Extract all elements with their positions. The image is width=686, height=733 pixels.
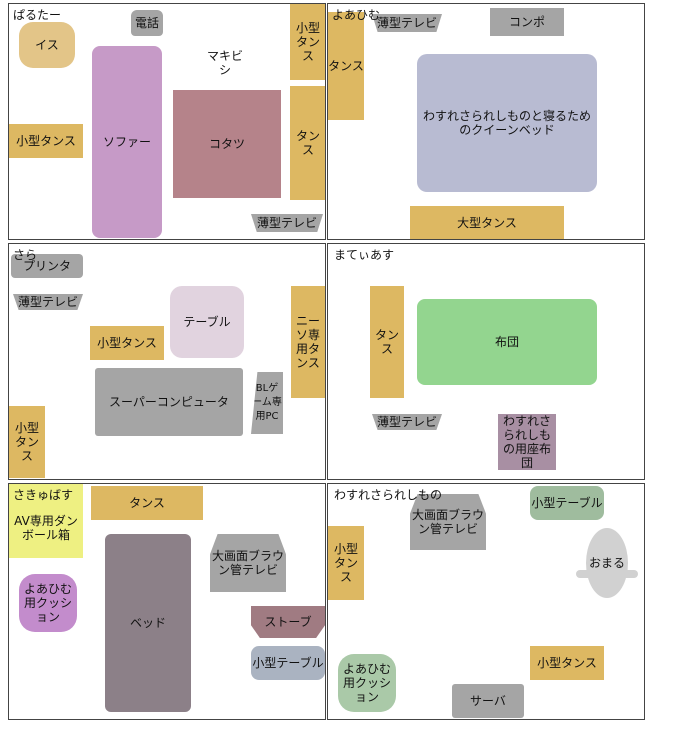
stove: ストーブ — [251, 606, 325, 638]
chest-right-label: タンス — [295, 129, 320, 157]
crt-tv-label: 大画面ブラウン管テレビ — [411, 508, 484, 536]
chair: イス — [19, 22, 75, 68]
small-table: 小型テーブル — [251, 646, 325, 680]
chest: タンス — [91, 486, 203, 520]
bl-game-pc: BLゲーム専用PC — [251, 372, 283, 434]
small-table-label: 小型テーブル — [252, 656, 324, 670]
small-chest-right-label: 小型タンス — [537, 656, 597, 670]
chest-label: タンス — [328, 59, 364, 73]
kotatsu: コタツ — [173, 90, 281, 198]
supercomputer: スーパーコンピュータ — [95, 368, 243, 436]
nyson-chest-label: ニーソ専用タンス — [295, 314, 320, 370]
crt-tv-label: 大画面ブラウン管テレビ — [211, 549, 284, 577]
stereo-label: コンポ — [508, 15, 545, 29]
potty: おまる — [586, 528, 628, 598]
thin-tv-label: 薄型テレビ — [376, 16, 437, 30]
queen-bed-label: わすれさられしものと寝るためのクイーンベッド — [422, 109, 591, 137]
thin-tv: 薄型テレビ — [13, 294, 83, 310]
printer-label: プリンタ — [22, 259, 71, 273]
small-chest-left: 小型タンス — [9, 124, 83, 158]
supercomputer-label: スーパーコンピュータ — [109, 395, 229, 409]
table: テーブル — [170, 286, 244, 358]
table-label: テーブル — [183, 315, 231, 329]
room-partar: ぱるたー イス 電話 小型タンス マキビシ ソファー 小型タンス コタツ タンス… — [8, 3, 326, 240]
chest-label: タンス — [374, 328, 399, 356]
small-chest-right: 小型タンス — [530, 646, 604, 680]
room-sara: プリンタ さら 薄型テレビ テーブル ニーソ専用タンス 小型タンス スーパーコン… — [8, 243, 326, 480]
small-chest-left-label: 小型タンス — [16, 134, 76, 148]
room-label: さら — [13, 248, 38, 262]
cushion: よあひむ用クッション — [338, 654, 396, 712]
small-chest-mid: 小型タンス — [90, 326, 164, 360]
small-table: 小型テーブル — [530, 486, 604, 520]
chest-label: タンス — [129, 496, 165, 510]
cushion-label: よあひむ用クッション — [23, 582, 72, 624]
server: サーバ — [452, 684, 524, 718]
thin-tv-label: 薄型テレビ — [256, 216, 317, 230]
small-chest-left-label: 小型タンス — [14, 421, 39, 463]
cushion: よあひむ用クッション — [19, 574, 77, 632]
printer: プリンタ — [11, 254, 83, 278]
room-label: さきゅばす — [13, 488, 74, 502]
chest: タンス — [370, 286, 404, 398]
room-label: よあひむ — [332, 8, 381, 22]
chest-right: タンス — [290, 86, 325, 200]
room-wasuresarareshimono: わすれさられしもの 大画面ブラウン管テレビ 小型テーブル 小型タンス おまる 小… — [327, 483, 645, 720]
thin-tv: 薄型テレビ — [372, 14, 442, 32]
room-succubus: AV専用ダンボール箱 さきゅばす タンス ベッド 大画面ブラウン管テレビ よあひ… — [8, 483, 326, 720]
thin-tv: 薄型テレビ — [372, 414, 442, 430]
large-chest-label: 大型タンス — [457, 216, 517, 230]
small-chest-top-label: 小型タンス — [295, 21, 320, 63]
sofa-label: ソファー — [102, 135, 151, 149]
potty-label: おまる — [588, 556, 625, 570]
room-label: ぱるたー — [13, 8, 62, 22]
small-chest-left: 小型タンス — [328, 526, 364, 600]
chair-label: イス — [35, 38, 59, 52]
large-chest: 大型タンス — [410, 206, 564, 239]
sewing-machine: マキビシ — [205, 46, 245, 80]
chest: タンス — [328, 12, 364, 120]
bl-game-pc-label: BLゲーム専用PC — [252, 383, 282, 422]
av-box-label: AV専用ダンボール箱 — [14, 514, 78, 542]
queen-bed: わすれさられしものと寝るためのクイーンベッド — [417, 54, 597, 192]
stove-label: ストーブ — [264, 615, 312, 629]
bed: ベッド — [105, 534, 191, 712]
phone-label: 電話 — [134, 16, 159, 30]
zabuton: わすれさられしもの用座布団 — [498, 414, 556, 470]
server-label: サーバ — [470, 694, 506, 708]
thin-tv-label: 薄型テレビ — [376, 415, 437, 429]
crt-tv: 大画面ブラウン管テレビ — [210, 534, 286, 592]
room-label: わすれさられしもの — [334, 488, 443, 502]
cushion-label: よあひむ用クッション — [342, 662, 391, 704]
av-box: AV専用ダンボール箱 — [9, 484, 83, 558]
bed-label: ベッド — [129, 616, 166, 630]
small-table-label: 小型テーブル — [531, 496, 603, 510]
zabuton-label: わすれさられしもの用座布団 — [502, 414, 551, 470]
kotatsu-label: コタツ — [208, 137, 245, 151]
small-chest-mid-label: 小型タンス — [97, 336, 157, 350]
thin-tv: 薄型テレビ — [251, 214, 323, 232]
sofa: ソファー — [92, 46, 162, 238]
room-label: まてぃあす — [334, 248, 395, 262]
room-mateias: まてぃあす タンス 布団 薄型テレビ わすれさられしもの用座布団 — [327, 243, 645, 480]
futon-label: 布団 — [494, 335, 519, 349]
phone: 電話 — [131, 10, 163, 36]
stereo: コンポ — [490, 8, 564, 36]
nyson-chest: ニーソ専用タンス — [291, 286, 325, 398]
crt-tv: 大画面ブラウン管テレビ — [410, 494, 486, 550]
small-chest-left-label: 小型タンス — [333, 542, 358, 584]
small-chest-top: 小型タンス — [290, 4, 325, 80]
thin-tv-label: 薄型テレビ — [17, 295, 78, 309]
room-yoahimu: タンス よあひむ 薄型テレビ コンポ わすれさられしものと寝るためのクイーンベッ… — [327, 3, 645, 240]
small-chest-left: 小型タンス — [9, 406, 45, 478]
sewing-machine-label: マキビシ — [206, 49, 243, 77]
futon: 布団 — [417, 299, 597, 385]
